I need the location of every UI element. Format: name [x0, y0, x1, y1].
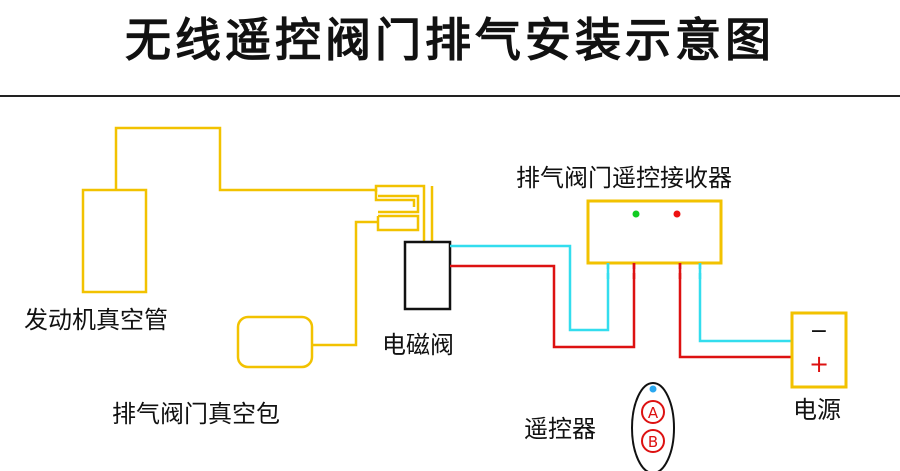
label-solenoid-valve: 电磁阀	[382, 331, 454, 359]
power-negative-terminal: −	[810, 319, 828, 344]
wire-cyan-valve-receiver	[450, 244, 610, 332]
remote-indicator	[649, 385, 657, 393]
diagram-title: 无线遥控阀门排气安装示意图	[125, 13, 775, 67]
wire-cyan-to-negative	[698, 263, 792, 343]
label-power: 电源	[793, 396, 841, 424]
receiver-led-red	[673, 210, 681, 218]
vacuum-tubes	[114, 126, 434, 347]
tube-valve-loop-bottom	[376, 214, 420, 232]
remote-button-a-label: A	[648, 404, 659, 422]
wire-red-to-positive	[678, 263, 792, 359]
receiver-box	[586, 199, 723, 265]
remote-body	[631, 382, 675, 471]
tube-engine-to-valve-inner	[374, 184, 426, 242]
wires-receiver-power	[678, 263, 792, 359]
power-box	[790, 311, 848, 389]
power-positive-terminal: +	[809, 350, 829, 378]
wires-valve-receiver	[450, 244, 636, 349]
label-receiver: 排气阀门遥控接收器	[516, 164, 732, 192]
wire-red-valve-receiver	[450, 263, 636, 349]
vacuum-bag-box	[236, 315, 314, 369]
title-divider	[0, 95, 900, 97]
solenoid-valve-box	[403, 240, 452, 311]
label-vacuum-bag: 排气阀门真空包	[112, 400, 280, 428]
remote-button-b-label: B	[648, 433, 658, 451]
tube-valve-loop-top	[378, 194, 420, 214]
tube-engine-to-valve	[114, 126, 416, 207]
label-remote: 遥控器	[524, 415, 596, 443]
tube-bag-to-valve	[312, 220, 378, 347]
remote-control: A B	[631, 382, 675, 471]
remote-button-b	[641, 429, 665, 453]
label-engine-vacuum-tube: 发动机真空管	[24, 306, 168, 334]
receiver-led-green	[632, 210, 640, 218]
remote-button-a	[641, 400, 665, 424]
engine-vacuum-tube-box	[81, 188, 148, 294]
receiver-wire-stubs	[606, 263, 702, 283]
